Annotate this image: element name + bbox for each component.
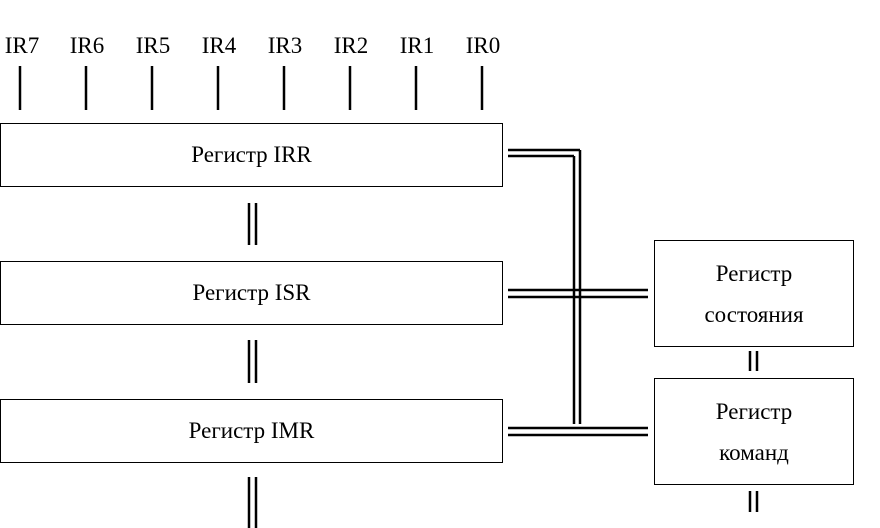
isr-bus [508,288,648,299]
ir1-label: IR1 [399,33,435,58]
command-register-line1: Регистр [715,398,793,424]
irr-register-box: Регистр IRR [0,123,503,187]
command-register-box: Регистр команд [654,378,854,485]
ir5-label: IR5 [135,33,171,58]
imr-bus [508,426,648,437]
command-register-line2: команд [719,439,789,465]
ir0-label: IR0 [465,33,501,58]
imr-register-box: Регистр IMR [0,399,503,463]
imr-bottom-link [247,477,258,528]
ir4-label: IR4 [201,33,237,58]
isr-register-label: Регистр ISR [192,280,311,305]
irr-bus [508,148,582,424]
ir6-label: IR6 [69,33,105,58]
status-register-line1: Регистр [715,260,793,286]
isr-imr-link [247,340,258,383]
status-register-line2: состояния [704,301,804,327]
status-command-link [748,351,759,371]
command-bottom-link [748,491,759,512]
ir2-label: IR2 [333,33,369,58]
ir7-label: IR7 [4,33,40,58]
imr-register-label: Регистр IMR [188,418,315,443]
isr-register-box: Регистр ISR [0,261,503,325]
ir3-label: IR3 [267,33,303,58]
irr-register-label: Регистр IRR [191,142,312,167]
irr-isr-link [247,203,258,245]
status-register-box: Регистр состояния [654,240,854,347]
